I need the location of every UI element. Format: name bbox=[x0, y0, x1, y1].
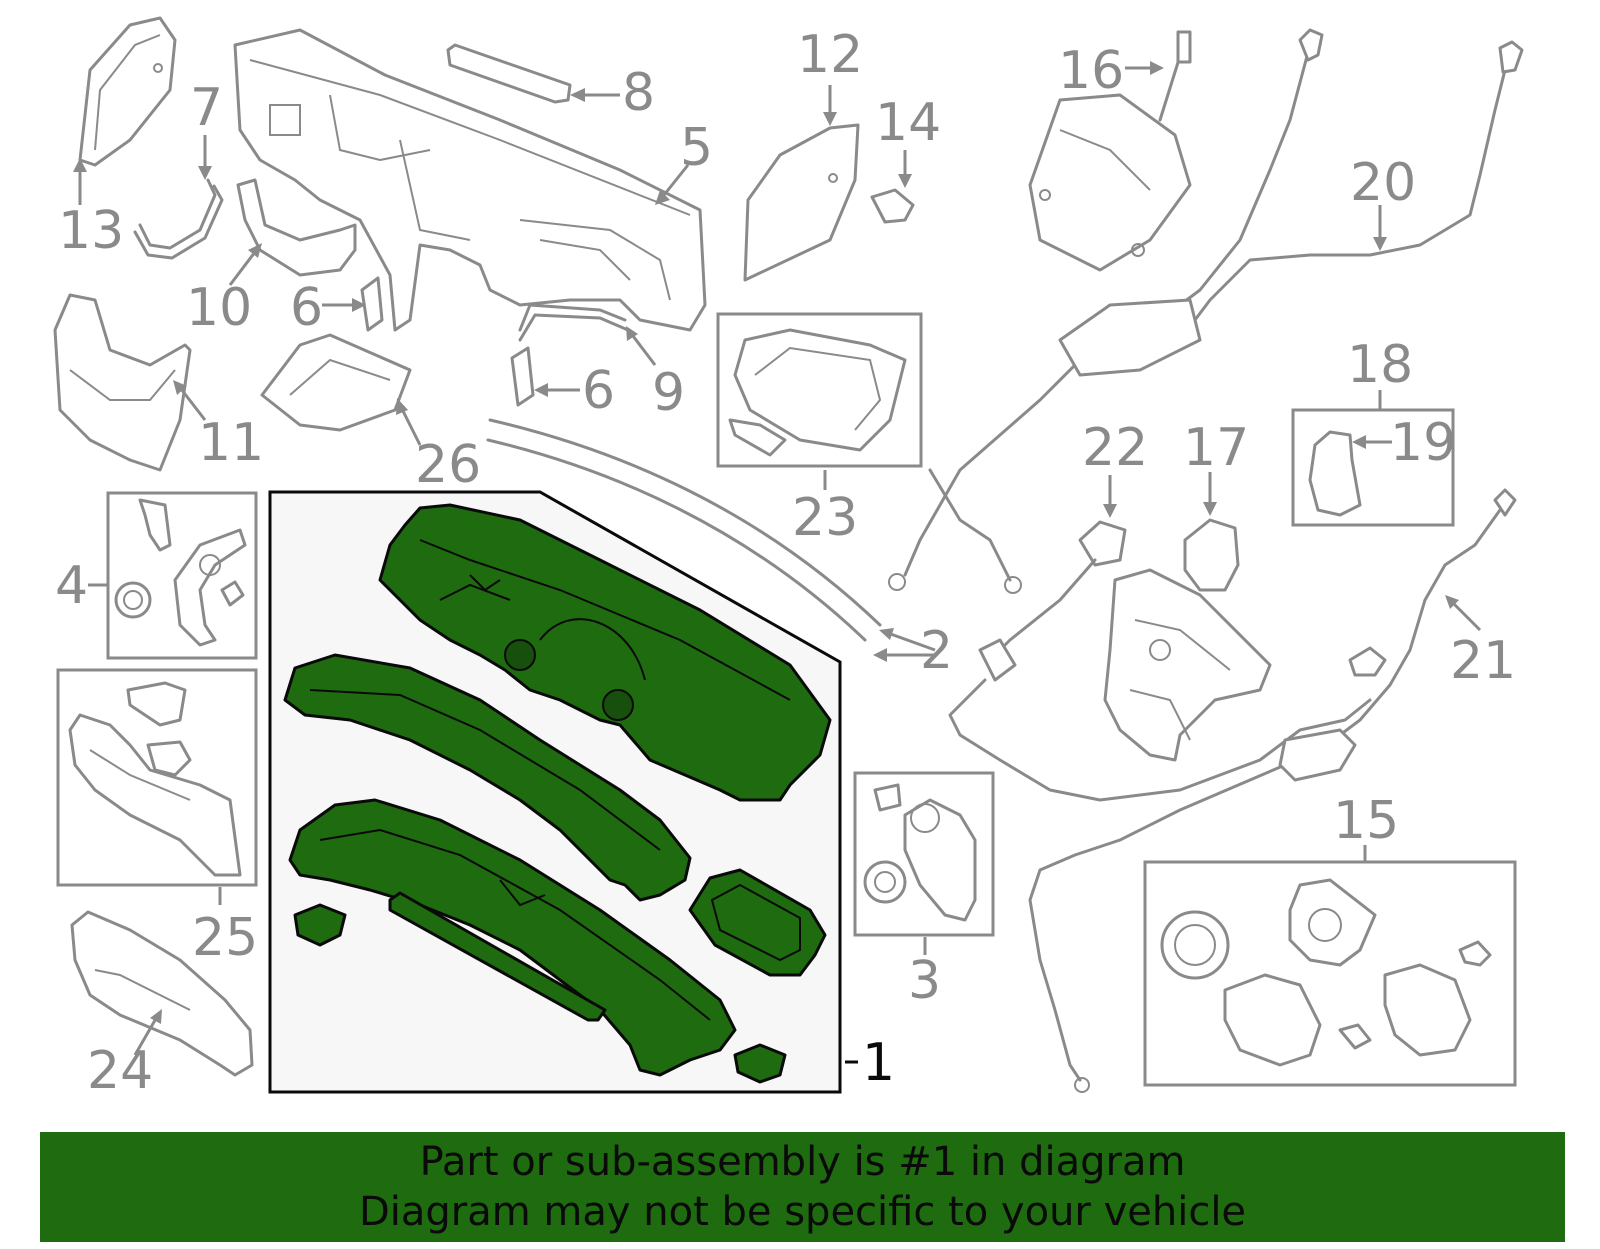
part-24-glove-box bbox=[70, 910, 254, 1077]
callout-12: 12 bbox=[797, 25, 863, 85]
callout-15: 15 bbox=[1333, 791, 1399, 851]
part-2-weatherstrip bbox=[486, 418, 882, 642]
part-9-rod bbox=[518, 303, 630, 342]
callout-21: 21 bbox=[1450, 631, 1516, 691]
callout-20: 20 bbox=[1350, 153, 1416, 213]
callout-2: 2 bbox=[920, 621, 953, 681]
callout-24: 24 bbox=[87, 1041, 153, 1101]
part-6b-bracket bbox=[510, 346, 535, 407]
dash-pad-block-right[interactable] bbox=[733, 1043, 787, 1084]
callout-23: 23 bbox=[792, 488, 858, 548]
callout-26: 26 bbox=[415, 435, 481, 495]
part-15-inset bbox=[1143, 860, 1517, 1087]
part-21-cable bbox=[1028, 488, 1517, 1093]
callout-4: 4 bbox=[55, 556, 88, 616]
callout-25: 25 bbox=[192, 908, 258, 968]
part-13-side-panel bbox=[78, 16, 177, 167]
part-8-strip bbox=[446, 43, 572, 104]
callout-14: 14 bbox=[875, 93, 941, 153]
callout-8: 8 bbox=[622, 63, 655, 123]
callout-6a: 6 bbox=[290, 278, 323, 338]
part-16-shifter bbox=[1028, 30, 1192, 272]
part-12-trim bbox=[743, 123, 860, 282]
part-18-inset bbox=[1291, 408, 1455, 527]
callout-17: 17 bbox=[1183, 418, 1249, 478]
part-14-clip bbox=[870, 188, 915, 224]
part-4-inset bbox=[106, 491, 258, 660]
part-7-bracket bbox=[133, 178, 224, 260]
callout-16: 16 bbox=[1058, 41, 1124, 101]
notice-line-1: Part or sub-assembly is #1 in diagram bbox=[419, 1139, 1186, 1185]
dash-center-module[interactable] bbox=[688, 868, 827, 977]
part-11-lower-cover bbox=[53, 293, 192, 472]
part-23-inset bbox=[716, 312, 923, 468]
callout-7: 7 bbox=[190, 78, 223, 138]
callout-3: 3 bbox=[908, 951, 941, 1011]
part-25-inset bbox=[56, 668, 258, 887]
notice-line-2: Diagram may not be specific to your vehi… bbox=[358, 1189, 1247, 1235]
part-22-cable bbox=[948, 520, 1372, 802]
callout-6b: 6 bbox=[582, 361, 615, 421]
leader-lines bbox=[73, 61, 1482, 1064]
part-5-cross-beam bbox=[233, 28, 707, 332]
dash-strip[interactable] bbox=[388, 891, 607, 1022]
callout-13: 13 bbox=[58, 201, 124, 261]
part-1-instrument-panel-assembly[interactable] bbox=[268, 490, 842, 1094]
dash-duct-middle[interactable] bbox=[283, 653, 692, 902]
callout-1: 1 bbox=[862, 1033, 895, 1093]
callout-19: 19 bbox=[1390, 413, 1456, 473]
part-6a-bracket bbox=[360, 276, 384, 332]
callout-5: 5 bbox=[680, 118, 713, 178]
callout-10: 10 bbox=[186, 278, 252, 338]
part-17-shifter bbox=[1103, 518, 1272, 762]
callout-numbers: 1 2 3 4 5 6 6 7 8 9 10 11 12 13 14 15 16… bbox=[55, 25, 1516, 1101]
callout-11: 11 bbox=[198, 413, 264, 473]
callout-18: 18 bbox=[1347, 335, 1413, 395]
part-20-cable bbox=[888, 28, 1524, 594]
dash-pad-upper[interactable] bbox=[378, 503, 832, 802]
part-26-bracket bbox=[260, 333, 412, 432]
part-3-inset bbox=[853, 771, 995, 937]
notice-banner: Part or sub-assembly is #1 in diagram Di… bbox=[40, 1132, 1565, 1242]
part-10-bracket bbox=[236, 178, 357, 277]
dash-pad-block-left[interactable] bbox=[293, 903, 347, 947]
callout-22: 22 bbox=[1082, 418, 1148, 478]
callout-9: 9 bbox=[652, 363, 685, 423]
